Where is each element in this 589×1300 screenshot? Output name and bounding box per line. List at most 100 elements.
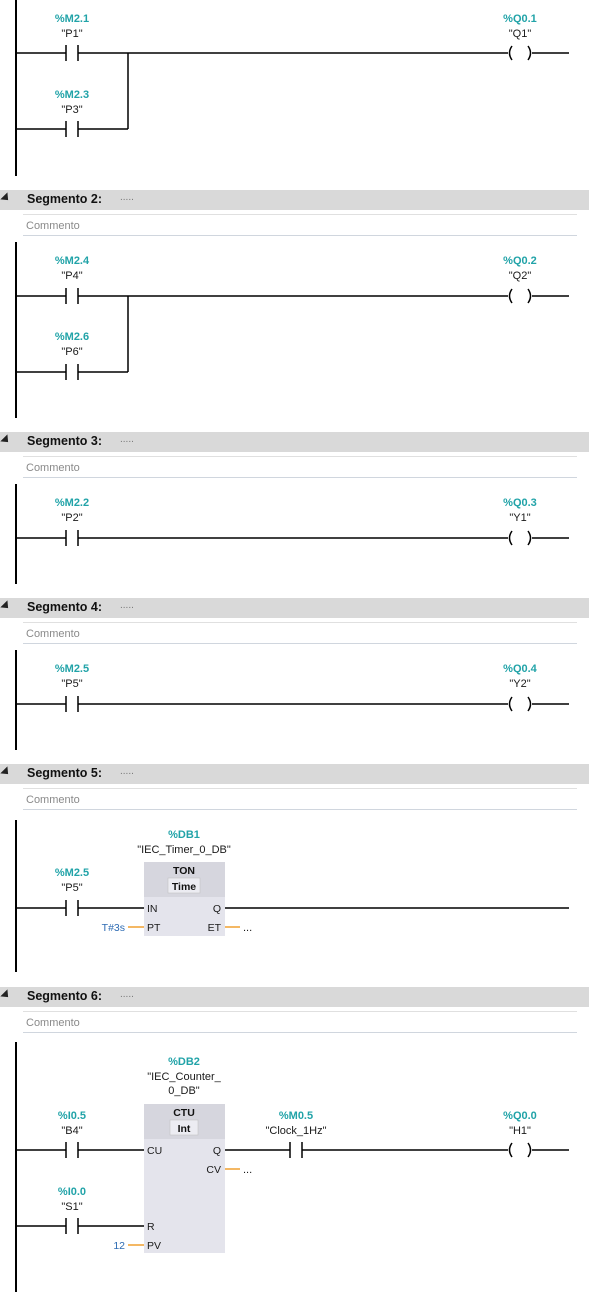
segment-5-block-address[interactable]: %DB1 — [168, 829, 200, 841]
collapse-arrow-icon[interactable] — [0, 600, 12, 612]
segment-5-pin-q: Q — [213, 903, 221, 915]
segment-3-coil-tag[interactable]: "Y1" — [509, 512, 530, 524]
segment-6-coil-address[interactable]: %Q0.0 — [503, 1110, 537, 1122]
segment-6-block-type: CTU — [173, 1107, 195, 1119]
segment-6-contact-1-tag[interactable]: "B4" — [61, 1125, 82, 1137]
segment-1-contact-2[interactable] — [65, 121, 79, 137]
collapse-arrow-icon[interactable] — [0, 766, 12, 778]
segment-2-contact-2[interactable] — [65, 364, 79, 380]
segment-3-comment[interactable]: Commento — [23, 456, 577, 478]
segment-2-contact-1-address[interactable]: %M2.4 — [55, 255, 90, 267]
segment-6-title: Segmento 6: — [27, 989, 103, 1003]
segment-5-block-tag[interactable]: "IEC_Timer_0_DB" — [137, 844, 231, 856]
segment-2-rung: %M2.4 "P4" %M2.6 "P6" %Q0.2 "Q2" — [15, 242, 569, 418]
collapse-arrow-icon[interactable] — [0, 192, 12, 204]
segment-5-header[interactable]: Segmento 5: ..... — [0, 764, 589, 784]
segment-1-contact-2-address[interactable]: %M2.3 — [55, 89, 89, 101]
segment-6-pv-value[interactable]: 12 — [113, 1240, 125, 1252]
segment-5-title-placeholder[interactable]: ..... — [120, 766, 134, 777]
segment-2-coil-address[interactable]: %Q0.2 — [503, 255, 537, 267]
segment-5-et-value[interactable]: ... — [243, 922, 252, 934]
segment-6-coil[interactable] — [508, 1142, 532, 1158]
segment-1-contact-2-tag[interactable]: "P3" — [61, 104, 82, 116]
segment-1-contact-1[interactable] — [65, 45, 79, 61]
segment-4-comment[interactable]: Commento — [23, 622, 577, 644]
segment-5-block-subtype[interactable]: Time — [172, 881, 196, 893]
segment-4-header[interactable]: Segmento 4: ..... — [0, 598, 589, 618]
segment-6-contact-3-tag[interactable]: "Clock_1Hz" — [266, 1125, 327, 1137]
segment-6-pin-cu: CU — [147, 1145, 162, 1157]
segment-2-comment[interactable]: Commento — [23, 214, 577, 236]
segment-4-contact-1-tag[interactable]: "P5" — [61, 678, 82, 690]
segment-3-coil-address[interactable]: %Q0.3 — [503, 497, 537, 509]
segment-3-title-placeholder[interactable]: ..... — [120, 434, 134, 445]
segment-5-contact-1[interactable] — [65, 900, 79, 916]
segment-6-block-tag-line2[interactable]: 0_DB" — [168, 1085, 200, 1097]
segment-6-contact-1[interactable] — [65, 1142, 79, 1158]
segment-3-contact-1[interactable] — [65, 530, 79, 546]
ton-timer-block[interactable] — [144, 862, 225, 936]
segment-1-coil[interactable] — [508, 45, 532, 61]
segment-6-contact-1-address[interactable]: %I0.5 — [58, 1110, 86, 1122]
segment-3-contact-1-address[interactable]: %M2.2 — [55, 497, 89, 509]
segment-4-title-placeholder[interactable]: ..... — [120, 600, 134, 611]
segment-2-coil[interactable] — [508, 288, 532, 304]
segment-6-block-address[interactable]: %DB2 — [168, 1056, 200, 1068]
segment-5-contact-1-tag[interactable]: "P5" — [61, 882, 82, 894]
segment-5-rung: %DB1 "IEC_Timer_0_DB" TON Time IN Q PT E… — [15, 820, 569, 972]
ctu-counter-block[interactable] — [144, 1104, 225, 1253]
segment-3-coil[interactable] — [508, 530, 532, 546]
segment-6-block-subtype[interactable]: Int — [178, 1123, 191, 1135]
segment-5-pt-value[interactable]: T#3s — [102, 922, 125, 934]
segment-6-header[interactable]: Segmento 6: ..... — [0, 987, 589, 1007]
segment-5-block-type: TON — [173, 865, 195, 877]
segment-2-header[interactable]: Segmento 2: ..... — [0, 190, 589, 210]
segment-6-pin-cv: CV — [206, 1164, 221, 1176]
segment-4-coil[interactable] — [508, 696, 532, 712]
segment-3-header[interactable]: Segmento 3: ..... — [0, 432, 589, 452]
segment-6-contact-3[interactable] — [289, 1142, 303, 1158]
segment-6-contact-3-address[interactable]: %M0.5 — [279, 1110, 313, 1122]
segment-4-title: Segmento 4: — [27, 600, 103, 614]
segment-6-pin-r: R — [147, 1221, 155, 1233]
segment-2-title: Segmento 2: — [27, 192, 103, 206]
collapse-arrow-icon[interactable] — [0, 434, 12, 446]
segment-4-contact-1[interactable] — [65, 696, 79, 712]
segment-5-comment[interactable]: Commento — [23, 788, 577, 810]
segment-3-rung: %M2.2 "P2" %Q0.3 "Y1" — [15, 484, 569, 584]
segment-6-pin-pv: PV — [147, 1240, 161, 1252]
segment-5-pin-in: IN — [147, 903, 158, 915]
segment-5-title: Segmento 5: — [27, 766, 103, 780]
segment-6-contact-2[interactable] — [65, 1218, 79, 1234]
segment-6-contact-2-tag[interactable]: "S1" — [61, 1201, 82, 1213]
segment-6-comment[interactable]: Commento — [23, 1011, 577, 1033]
collapse-arrow-icon[interactable] — [0, 989, 12, 1001]
segment-5-pin-et: ET — [208, 922, 222, 934]
segment-2-contact-2-tag[interactable]: "P6" — [61, 346, 82, 358]
segment-5-pin-pt: PT — [147, 922, 161, 934]
segment-6-cv-value[interactable]: ... — [243, 1164, 252, 1176]
segment-3-title: Segmento 3: — [27, 434, 103, 448]
segment-4-rung: %M2.5 "P5" %Q0.4 "Y2" — [15, 650, 569, 750]
segment-6-title-placeholder[interactable]: ..... — [120, 989, 134, 1000]
segment-1-rung: %M2.1 "P1" %M2.3 "P3" %Q0.1 "Q1" — [15, 0, 569, 176]
segment-1-contact-1-tag[interactable]: "P1" — [61, 28, 82, 40]
segment-2-coil-tag[interactable]: "Q2" — [509, 270, 532, 282]
segment-5-contact-1-address[interactable]: %M2.5 — [55, 867, 89, 879]
segment-6-contact-2-address[interactable]: %I0.0 — [58, 1186, 86, 1198]
segment-3-contact-1-tag[interactable]: "P2" — [61, 512, 82, 524]
segment-1-coil-tag[interactable]: "Q1" — [509, 28, 532, 40]
segment-2-contact-1[interactable] — [65, 288, 79, 304]
segment-4-coil-address[interactable]: %Q0.4 — [503, 663, 538, 675]
segment-1-contact-1-address[interactable]: %M2.1 — [55, 13, 89, 25]
segment-6-pin-q: Q — [213, 1145, 221, 1157]
segment-6-rung: %DB2 "IEC_Counter_ 0_DB" CTU Int CU Q CV… — [15, 1042, 569, 1292]
segment-2-contact-1-tag[interactable]: "P4" — [61, 270, 82, 282]
segment-6-coil-tag[interactable]: "H1" — [509, 1125, 531, 1137]
segment-1-coil-address[interactable]: %Q0.1 — [503, 13, 537, 25]
segment-4-coil-tag[interactable]: "Y2" — [509, 678, 530, 690]
segment-6-block-tag-line1[interactable]: "IEC_Counter_ — [147, 1071, 221, 1083]
segment-4-contact-1-address[interactable]: %M2.5 — [55, 663, 89, 675]
segment-2-title-placeholder[interactable]: ..... — [120, 192, 134, 203]
segment-2-contact-2-address[interactable]: %M2.6 — [55, 331, 89, 343]
